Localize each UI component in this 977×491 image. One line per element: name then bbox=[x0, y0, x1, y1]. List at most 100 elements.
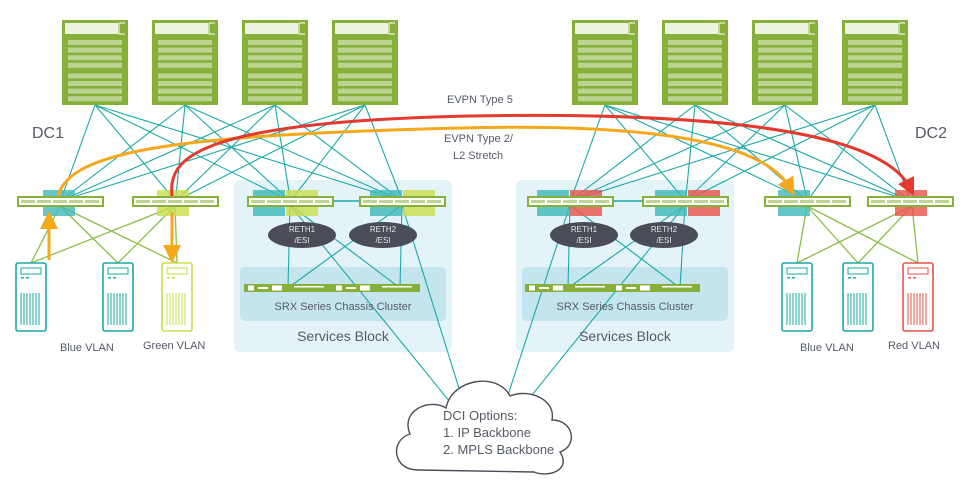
dci-option-1: 1. IP Backbone bbox=[443, 425, 531, 440]
fabric-link bbox=[570, 104, 876, 202]
fabric-link bbox=[694, 104, 911, 202]
reth-sublabel: /ESI bbox=[576, 236, 591, 245]
server-green bbox=[161, 262, 193, 332]
fabric-link bbox=[175, 104, 366, 202]
fabric-link bbox=[59, 104, 96, 202]
reth2-esi-dc2: RETH2/ESI bbox=[630, 222, 698, 248]
access-link bbox=[796, 205, 913, 264]
leaf-switch-4 bbox=[359, 196, 446, 207]
server-red bbox=[902, 262, 934, 332]
fabric-link bbox=[807, 104, 876, 202]
reth-label: RETH1 bbox=[571, 225, 598, 234]
srx-cluster-area-dc2 bbox=[522, 267, 728, 321]
services-block-dc2 bbox=[516, 180, 734, 352]
fabric-link bbox=[569, 104, 606, 202]
evpn-type5-arc bbox=[170, 113, 915, 197]
spine-switch-7 bbox=[752, 20, 818, 105]
dc2-srx-cluster-label: SRX Series Chassis Cluster bbox=[557, 301, 694, 313]
dc1-green-vlan-label: Green VLAN bbox=[143, 340, 205, 352]
fabric-link bbox=[784, 104, 911, 202]
fabric-link bbox=[60, 104, 276, 202]
fabric-link bbox=[60, 104, 186, 202]
leaf-srx-link bbox=[567, 204, 686, 289]
fabric-link bbox=[274, 104, 292, 202]
leaf-switch-6 bbox=[642, 196, 729, 207]
server-blue bbox=[842, 262, 874, 332]
fabric-link bbox=[94, 104, 403, 202]
reth-label: RETH2 bbox=[370, 225, 397, 234]
srx-device-3 bbox=[525, 284, 613, 292]
access-link bbox=[806, 205, 859, 264]
dc1-blue-vlan-label: Blue VLAN bbox=[60, 342, 114, 354]
spine-switch-8 bbox=[842, 20, 908, 105]
srx-cluster-area-dc1 bbox=[240, 267, 446, 321]
evpn-type2-arc bbox=[56, 125, 795, 197]
dc1-services-block-title: Services Block bbox=[297, 328, 390, 344]
dc1-srx-cluster-label: SRX Series Chassis Cluster bbox=[275, 301, 412, 313]
leaf-switch-7 bbox=[764, 196, 851, 207]
evpn-type2-label-line1: EVPN Type 2/ bbox=[444, 133, 514, 145]
leaf-srx-link bbox=[287, 204, 403, 289]
leaf-srx-link bbox=[569, 204, 681, 289]
fabric-link bbox=[784, 104, 809, 202]
evpn-type2-label-line2: L2 Stretch bbox=[453, 150, 503, 162]
fabric-link bbox=[570, 104, 696, 202]
spine-switch-3 bbox=[242, 20, 308, 105]
srx-device-2 bbox=[332, 284, 420, 292]
spine-switch-2 bbox=[152, 20, 218, 105]
spine-switch-1 bbox=[62, 20, 128, 105]
fabric-link bbox=[604, 104, 911, 202]
leaf-srx-link bbox=[399, 204, 403, 289]
fabric-link bbox=[174, 104, 186, 202]
servers bbox=[15, 262, 934, 332]
reth-sublabel: /ESI bbox=[656, 236, 671, 245]
srx-devices bbox=[244, 284, 700, 292]
reth-sublabel: /ESI bbox=[294, 236, 309, 245]
srx-device-4 bbox=[612, 284, 700, 292]
dc2-label: DC2 bbox=[915, 125, 947, 142]
reth1-esi-dc1: RETH1/ESI bbox=[268, 222, 336, 248]
reth2-esi-dc1: RETH2/ESI bbox=[349, 222, 417, 248]
dci-cloud: DCI Options: 1. IP Backbone 2. MPLS Back… bbox=[395, 380, 573, 475]
fabric-link bbox=[60, 104, 366, 202]
dci-title: DCI Options: bbox=[443, 408, 517, 423]
fabric-link bbox=[685, 104, 876, 202]
access-links bbox=[30, 205, 919, 264]
fabric-link bbox=[94, 104, 291, 202]
server-blue bbox=[15, 262, 47, 332]
services-block-dc1 bbox=[234, 180, 452, 352]
fabric-link bbox=[184, 104, 403, 202]
access-link bbox=[30, 205, 176, 264]
fabric-link bbox=[175, 104, 276, 202]
fabric-link bbox=[604, 104, 686, 202]
dc2-blue-vlan-label: Blue VLAN bbox=[800, 342, 854, 354]
server-blue bbox=[102, 262, 134, 332]
fabric-link bbox=[685, 104, 786, 202]
leaf-switches bbox=[17, 196, 954, 207]
server-blue bbox=[781, 262, 813, 332]
spine-switches bbox=[62, 20, 908, 105]
fabric-link bbox=[274, 104, 403, 202]
leaf-switch-2 bbox=[132, 196, 219, 207]
leaf-switch-8 bbox=[867, 196, 954, 207]
spine-switch-5 bbox=[572, 20, 638, 105]
fabric-links bbox=[59, 104, 912, 403]
leaf-switch-5 bbox=[527, 196, 614, 207]
reth1-esi-dc2: RETH1/ESI bbox=[550, 222, 618, 248]
srx-device-1 bbox=[244, 284, 332, 292]
reth-label: RETH1 bbox=[289, 225, 316, 234]
leaf-srx-link bbox=[679, 204, 686, 289]
fabric-link bbox=[184, 104, 291, 202]
spine-switch-4 bbox=[332, 20, 398, 105]
fabric-link bbox=[604, 104, 808, 202]
fabric-link bbox=[874, 104, 912, 202]
reth-sublabel: /ESI bbox=[375, 236, 390, 245]
dc2-red-vlan-label: Red VLAN bbox=[888, 340, 940, 352]
leaf-switch-3 bbox=[247, 196, 334, 207]
spine-switch-6 bbox=[662, 20, 728, 105]
reth-label: RETH2 bbox=[651, 225, 678, 234]
access-link bbox=[806, 205, 919, 264]
dci-option-2: 2. MPLS Backbone bbox=[443, 442, 554, 457]
